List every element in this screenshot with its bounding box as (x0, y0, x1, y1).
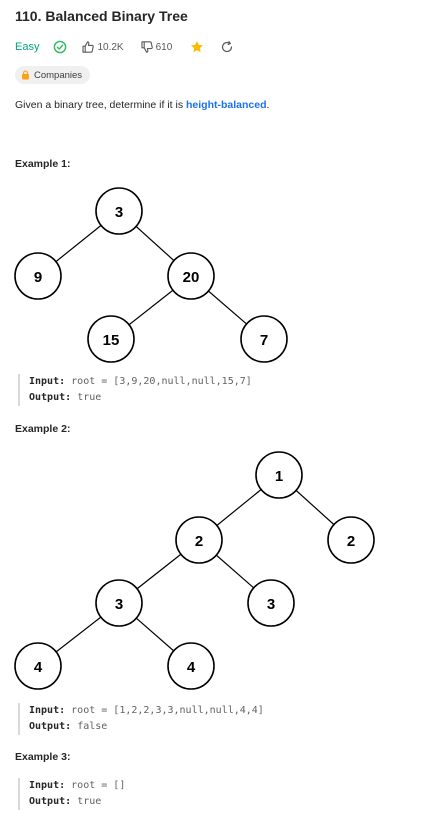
refresh-icon (220, 40, 234, 54)
tree-node-value: 2 (347, 533, 355, 550)
tree-node-value: 3 (115, 596, 123, 613)
example-2-output: false (77, 721, 108, 732)
difficulty-label: Easy (15, 41, 40, 53)
tree-node-value: 20 (183, 269, 200, 286)
tree-node (87, 315, 135, 363)
problem-meta-bar: Easy 10.2K 610 (15, 38, 234, 56)
tree-node-value: 15 (103, 332, 120, 349)
tree-node-value: 9 (34, 269, 42, 286)
tree-node (14, 642, 62, 690)
problem-description: Given a binary tree, determine if it is … (15, 99, 270, 111)
example-1-tree-diagram: 3 9 20 15 7 (14, 187, 288, 363)
tree-node (240, 315, 288, 363)
problem-title: 110. Balanced Binary Tree (15, 8, 188, 24)
dislikes-count: 610 (155, 41, 173, 53)
tree-node (167, 252, 215, 300)
example-3-code: Input: root = [] Output: true (18, 778, 125, 810)
tree-node (95, 579, 143, 627)
example-1-title: Example 1: (15, 158, 71, 170)
thumbs-down-icon (140, 40, 154, 54)
tree-node (95, 187, 143, 235)
tree-node-value: 4 (187, 659, 196, 676)
tree-node (247, 579, 295, 627)
star-icon (190, 40, 204, 54)
example-2-code: Input: root = [1,2,2,3,3,null,null,4,4] … (18, 703, 264, 735)
example-2-tree-diagram: 1 2 2 3 3 4 4 (14, 451, 375, 690)
example-2-title: Example 2: (15, 423, 71, 435)
tree-node (167, 642, 215, 690)
favorite-button[interactable] (190, 40, 204, 54)
tree-node-value: 4 (34, 659, 43, 676)
height-balanced-link[interactable]: height-balanced (186, 99, 267, 111)
tree-node (255, 451, 303, 499)
example-3-input: root = [] (71, 780, 126, 791)
tree-node (14, 252, 62, 300)
example-1-input: root = [3,9,20,null,null,15,7] (71, 376, 252, 387)
reset-button[interactable] (220, 40, 234, 54)
like-button[interactable]: 10.2K (81, 40, 124, 54)
tree-node-value: 2 (195, 533, 203, 550)
dislike-button[interactable]: 610 (140, 40, 173, 54)
example-3-title: Example 3: (15, 751, 71, 763)
likes-count: 10.2K (97, 41, 124, 53)
check-circle-icon (53, 40, 67, 54)
tree-node-value: 3 (267, 596, 275, 613)
example-2-input: root = [1,2,2,3,3,null,null,4,4] (71, 705, 264, 716)
tree-node-value: 1 (275, 468, 283, 485)
companies-label: Companies (34, 69, 83, 81)
tree-node (327, 516, 375, 564)
lock-icon (21, 70, 30, 80)
tree-node-value: 3 (115, 204, 123, 221)
example-1-output: true (77, 392, 102, 403)
thumbs-up-icon (81, 40, 95, 54)
tree-node (175, 516, 223, 564)
example-3-output: true (77, 796, 102, 807)
tree-node-value: 7 (260, 332, 268, 349)
example-1-code: Input: root = [3,9,20,null,null,15,7] Ou… (18, 374, 252, 406)
companies-tag[interactable]: Companies (15, 66, 91, 84)
